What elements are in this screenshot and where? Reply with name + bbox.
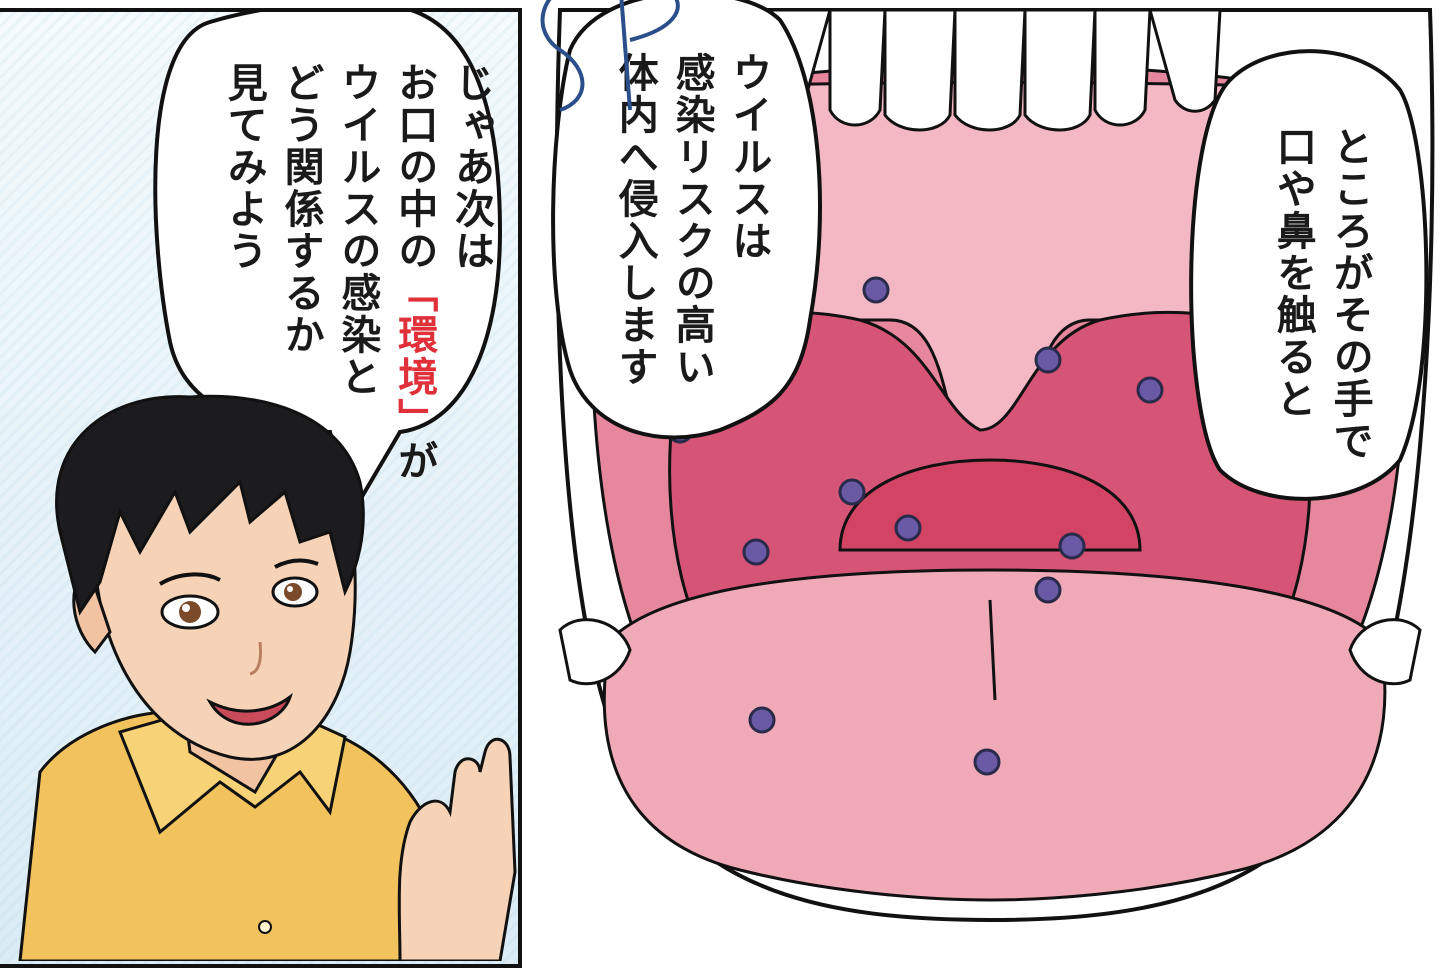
left-panel: じゃあ次は お口の中の「環境」が ウイルスの感染と どう関係するか 見てみよう: [0, 8, 522, 968]
virus-dot-icon: [1058, 532, 1086, 560]
speech-left-line2: お口の中の「環境」が: [385, 62, 442, 482]
speech-mid-line2: 感染リスクの高い: [668, 52, 715, 388]
virus-dot-icon: [742, 538, 770, 566]
speech-left-line3: ウイルスの感染と: [334, 62, 381, 398]
speech-bubble-mid: [551, 0, 822, 440]
speech-bubble-left: [153, 12, 503, 523]
speech-right-line1: ところがその手で: [1326, 126, 1373, 462]
virus-dot-icon: [1034, 576, 1062, 604]
speech-left-line4: どう関係するか: [277, 62, 324, 356]
virus-dot-icon: [862, 276, 890, 304]
mouth-illustration: [551, 0, 1435, 923]
speech-left-accent: 「環境」: [391, 272, 438, 440]
speech-bubble-right: [1189, 49, 1429, 501]
tongue: [602, 568, 1387, 902]
speech-left-line2-tail: が: [391, 440, 438, 482]
right-panel: ウイルスは 感染リスクの高い 体内へ侵入します ところがその手で 口や鼻を触ると: [540, 0, 1448, 980]
virus-dot-icon: [1034, 346, 1062, 374]
speech-mid-line3: 体内へ侵入します: [611, 52, 658, 388]
speech-left-line2-text: お口の中の: [391, 62, 438, 272]
speech-text-mid: ウイルスは 感染リスクの高い 体内へ侵入します: [606, 52, 776, 388]
virus-dot-icon: [973, 748, 1001, 776]
speech-left-line5: 見てみよう: [220, 62, 267, 272]
virus-dot-icon: [748, 706, 776, 734]
virus-dot-icon: [1136, 376, 1164, 404]
speech-text-left: じゃあ次は お口の中の「環境」が ウイルスの感染と どう関係するか 見てみよう: [215, 62, 499, 482]
virus-dot-icon: [894, 514, 922, 542]
watermark-logo: [540, 0, 680, 112]
speech-left-line1: じゃあ次は: [447, 62, 494, 272]
man-illustration: [18, 12, 517, 961]
speech-right-line2: 口や鼻を触ると: [1269, 126, 1316, 420]
speech-mid-line1: ウイルスは: [725, 52, 772, 262]
virus-dot-icon: [838, 478, 866, 506]
speech-text-right: ところがその手で 口や鼻を触ると: [1264, 126, 1378, 462]
